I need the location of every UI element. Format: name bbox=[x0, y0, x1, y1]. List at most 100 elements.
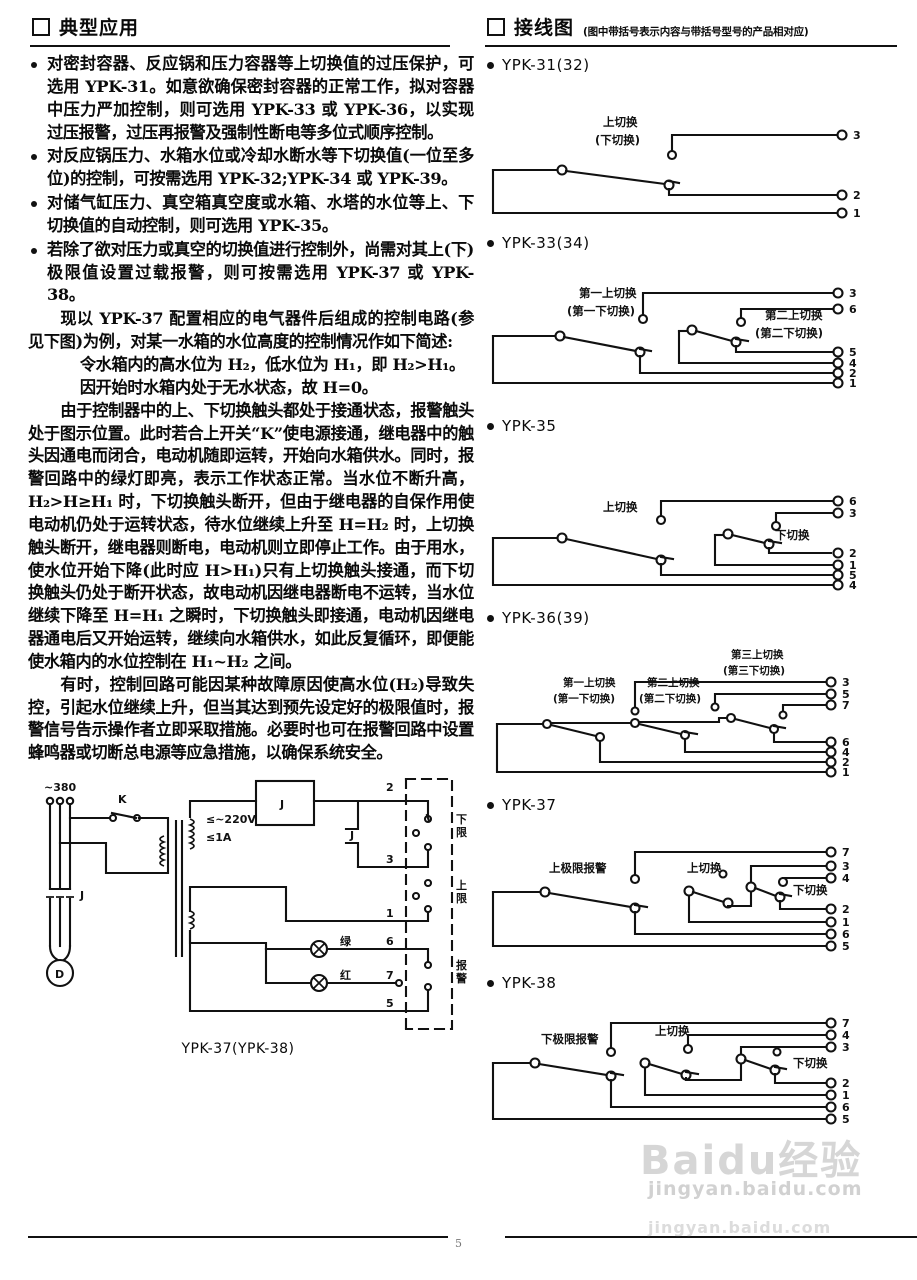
terminal4-wire bbox=[686, 1033, 830, 1048]
terminal1-wire bbox=[643, 1064, 830, 1097]
contact-label: (第一下切换) bbox=[567, 304, 635, 318]
contact-label: 上切换 bbox=[655, 1024, 690, 1038]
terminal5-wire bbox=[713, 692, 830, 706]
contact-label: 上切换 bbox=[687, 861, 722, 875]
common-rail bbox=[495, 722, 830, 774]
switch-label: K bbox=[118, 793, 127, 806]
terminal3-wire bbox=[670, 133, 841, 153]
terminal1-wire bbox=[713, 533, 837, 566]
terminal-2 bbox=[832, 546, 844, 559]
terminal-6 bbox=[825, 1101, 837, 1113]
second-contact-common bbox=[629, 717, 641, 729]
motor-symbol bbox=[45, 959, 75, 988]
switch-blade bbox=[110, 811, 138, 820]
contact-node bbox=[605, 1046, 617, 1058]
terminal6-wire bbox=[659, 499, 837, 518]
terminal-1 bbox=[825, 915, 837, 928]
terminal-number: 6 bbox=[842, 928, 850, 941]
diagram-title: YPK-31(32) bbox=[483, 57, 917, 74]
blade-tip bbox=[683, 730, 699, 736]
header-divider bbox=[485, 45, 897, 47]
contact-label: (第一下切换) bbox=[553, 692, 615, 705]
terminal-number: 1 bbox=[853, 207, 861, 220]
green-lamp-cross bbox=[312, 943, 326, 956]
list-item: 对反应锅压力、水箱水位或冷却水断水等下切换值(一位至多位)的控制，可按需选用 Y… bbox=[28, 145, 474, 191]
terminal-6 bbox=[832, 494, 844, 507]
terminal-number: 6 bbox=[842, 1101, 850, 1114]
switch-blade bbox=[753, 886, 778, 897]
terminal-number: 5 bbox=[849, 569, 857, 582]
blade-tip bbox=[667, 179, 681, 184]
transformer-secondary-coil bbox=[187, 818, 195, 850]
terminal-1 bbox=[832, 558, 844, 571]
ypk35-wiring-svg: 上切换 下切换 6 3 bbox=[491, 494, 857, 592]
terminal-3 bbox=[832, 287, 844, 299]
terminal-number: 6 bbox=[842, 736, 850, 749]
terminal-4 bbox=[832, 578, 844, 591]
primary-winding-lead bbox=[137, 817, 170, 875]
terminal-number: 3 bbox=[849, 507, 857, 520]
terminal-number: 3 bbox=[386, 853, 394, 866]
contact-node bbox=[637, 313, 649, 325]
switch-contact bbox=[108, 814, 118, 823]
contact-label: 下切换 bbox=[793, 883, 828, 897]
ypk37-wiring-svg: 上极限报警 上切换 下切换 7 bbox=[491, 846, 850, 953]
upper-limit-common bbox=[411, 892, 421, 901]
terminal-number: 2 bbox=[842, 903, 850, 916]
relay-aux-coil-label: J bbox=[349, 829, 354, 842]
diagram-title: YPK-37 bbox=[483, 797, 917, 814]
terminal-number: 7 bbox=[386, 969, 394, 982]
terminal-number: 2 bbox=[386, 781, 394, 794]
switch-blade bbox=[733, 717, 772, 730]
list-item: 对密封容器、反应锅和压力容器等上切换值的过压保护，可选用 YPK-31。如意欲确… bbox=[28, 53, 474, 144]
blade-tip bbox=[659, 555, 675, 560]
upper-contact-common bbox=[639, 1057, 651, 1069]
terminal-number: 2 bbox=[849, 547, 857, 560]
terminal3-wire bbox=[684, 1045, 830, 1082]
contact-label: 上切换 bbox=[603, 500, 638, 514]
relay-coil-box bbox=[254, 780, 316, 827]
switch-blade bbox=[564, 169, 667, 185]
terminal-number: 6 bbox=[849, 495, 857, 508]
list-item: 对储气缸压力、真空箱真空度或水箱、水塔的水位等上、下切换值的自动控制，则可选用 … bbox=[28, 192, 474, 238]
terminal3-wire bbox=[633, 680, 830, 710]
terminal2-wire bbox=[767, 546, 833, 554]
motor-lead bbox=[48, 945, 62, 963]
relay-aux-branch bbox=[344, 842, 360, 869]
switch-blade bbox=[562, 335, 638, 353]
left-column: 典型应用 对密封容器、反应锅和压力容器等上切换值的过压保护，可选用 YPK-31… bbox=[28, 0, 474, 1280]
upper-limit-contact bbox=[423, 879, 433, 888]
ypk36-wiring-svg: 第三上切换 (第三下切换) 第一上切换 (第一下切换) 第二上切换 (第二下切换… bbox=[495, 648, 850, 779]
relay-contact-label: J bbox=[79, 889, 84, 902]
terminal-number: 5 bbox=[842, 1113, 850, 1126]
terminal7-wire bbox=[609, 1021, 830, 1051]
first-contact-node bbox=[594, 731, 606, 743]
terminal4-wire bbox=[781, 876, 830, 880]
side-label-alarm: 报警 bbox=[455, 958, 468, 985]
terminal-number: 2 bbox=[849, 367, 857, 380]
control-circuit-diagram: ~380 J D bbox=[28, 771, 474, 1057]
indicator-node bbox=[772, 1047, 782, 1057]
terminal-5 bbox=[825, 939, 837, 952]
terminal-number: 7 bbox=[842, 1017, 850, 1030]
series-rail bbox=[637, 716, 729, 724]
header-divider bbox=[30, 45, 450, 47]
lower-contact-common bbox=[735, 1053, 747, 1065]
terminal2-wire bbox=[667, 187, 841, 196]
terminal-number: 4 bbox=[842, 872, 850, 885]
blade-tip bbox=[633, 903, 649, 908]
terminal-number: 1 bbox=[849, 559, 857, 572]
body-paragraph: 因开始时水箱内处于无水状态，故 H=0。 bbox=[79, 377, 378, 397]
terminal-number: 3 bbox=[842, 860, 850, 873]
contact-label: 下切换 bbox=[793, 1056, 828, 1070]
terminal-4 bbox=[825, 1029, 837, 1041]
lamp-return-wire bbox=[188, 930, 402, 1013]
blade-tip bbox=[609, 1071, 625, 1077]
terminal3-wire bbox=[641, 291, 837, 318]
terminal-number: 3 bbox=[853, 129, 861, 142]
diagram-title: YPK-36(39) bbox=[483, 609, 917, 627]
terminal4-wire bbox=[683, 737, 830, 754]
contact-node bbox=[777, 876, 789, 887]
contact-label: 第三上切换 bbox=[731, 648, 784, 661]
contact-node bbox=[778, 710, 788, 720]
